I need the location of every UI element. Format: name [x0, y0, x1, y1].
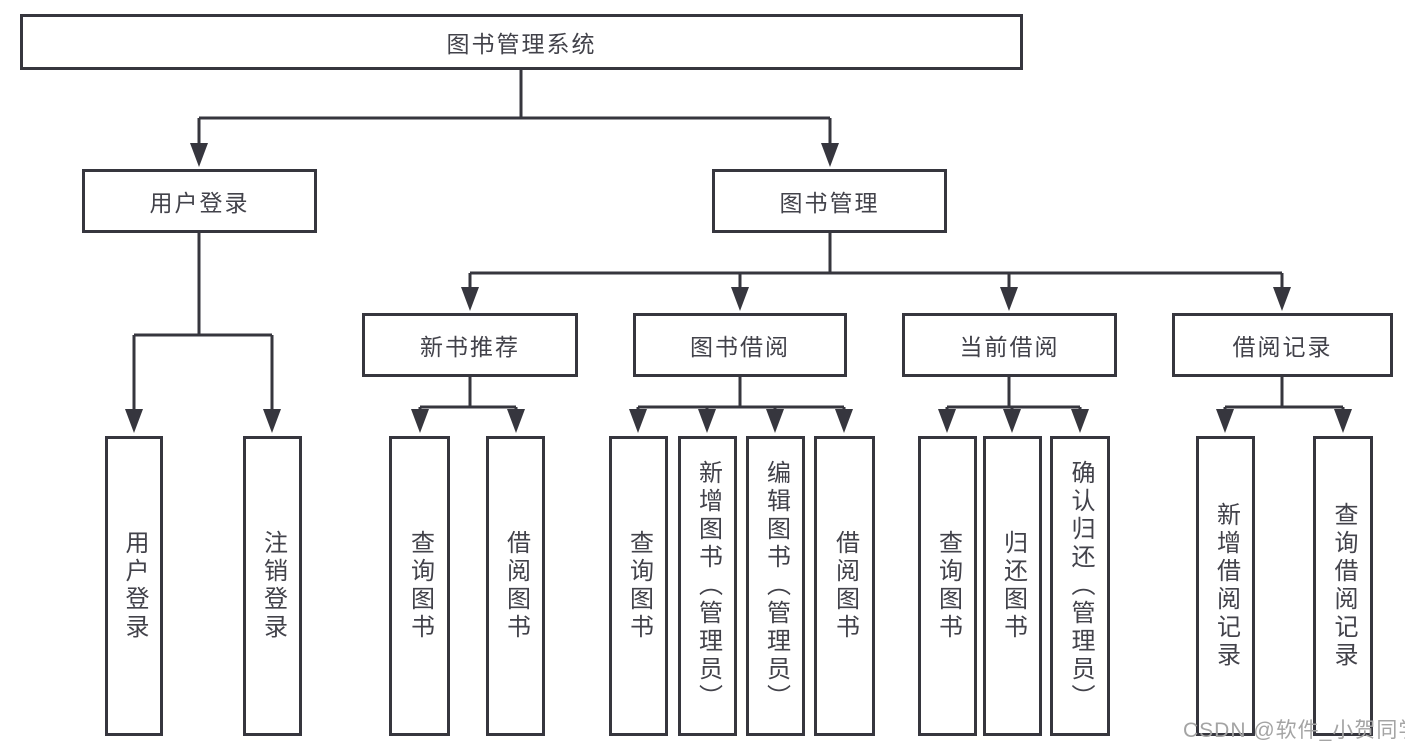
- node-user-login: 用户登录: [82, 169, 317, 233]
- leaf-query-borrow-record-label: 查询借阅记录: [1330, 502, 1357, 670]
- arrow-down-icon: [821, 143, 839, 167]
- watermark: CSDN @软件_小贺同学: [1183, 719, 1405, 742]
- node-current-borrowing-label: 当前借阅: [959, 334, 1060, 360]
- node-new-book-recommend: 新书推荐: [362, 313, 578, 377]
- leaf-query-books-borrowing: 查询图书: [609, 436, 668, 736]
- leaf-borrow-books-borrowing-label: 借阅图书: [831, 530, 859, 642]
- leaf-query-borrow-record: 查询借阅记录: [1313, 436, 1373, 736]
- node-root: 图书管理系统: [20, 14, 1023, 70]
- leaf-user-login: 用户登录: [105, 436, 163, 736]
- arrow-down-icon: [835, 409, 853, 433]
- leaf-query-books-recommend-label: 查询图书: [406, 530, 434, 642]
- arrow-down-icon: [411, 409, 429, 433]
- leaf-add-book-admin: 新增图书（管理员）: [678, 436, 737, 736]
- arrow-down-icon: [1273, 287, 1291, 311]
- arrow-down-icon: [507, 409, 525, 433]
- leaf-confirm-return-admin: 确认归还（管理员）: [1050, 436, 1110, 736]
- leaf-borrow-books-borrowing: 借阅图书: [814, 436, 875, 736]
- leaf-confirm-return-admin-label: 确认归还（管理员）: [1067, 460, 1094, 712]
- connector-borrow-records-children: [1223, 377, 1345, 414]
- leaf-return-books: 归还图书: [983, 436, 1042, 736]
- leaf-user-login-label: 用户登录: [121, 530, 148, 642]
- node-root-label: 图书管理系统: [446, 31, 597, 57]
- arrow-down-icon: [461, 287, 479, 311]
- node-user-login-label: 用户登录: [149, 190, 250, 216]
- leaf-add-book-admin-label: 新增图书（管理员）: [694, 460, 722, 712]
- arrow-down-icon: [1216, 409, 1234, 433]
- connector-new-book-recommend-children: [418, 377, 518, 414]
- arrow-down-icon: [1003, 409, 1021, 433]
- arrow-down-icon: [125, 409, 143, 433]
- arrow-down-icon: [938, 409, 956, 433]
- leaf-add-borrow-record: 新增借阅记录: [1196, 436, 1255, 736]
- connector-book-management-children: [468, 233, 1284, 291]
- arrow-down-icon: [1000, 287, 1018, 311]
- leaf-borrow-books-recommend-label: 借阅图书: [502, 530, 530, 642]
- leaf-query-books-recommend: 查询图书: [389, 436, 450, 736]
- connector-user-login-children: [132, 233, 274, 413]
- leaf-borrow-books-recommend: 借阅图书: [486, 436, 545, 736]
- arrow-down-icon: [190, 143, 208, 167]
- arrow-down-icon: [1071, 409, 1089, 433]
- connector-current-borrowing-children: [945, 377, 1082, 414]
- arrow-down-icon: [263, 409, 281, 433]
- node-new-book-recommend-label: 新书推荐: [420, 334, 520, 360]
- node-book-borrowing-label: 图书借阅: [690, 334, 790, 360]
- leaf-logout: 注销登录: [243, 436, 302, 736]
- leaf-return-books-label: 归还图书: [999, 530, 1027, 642]
- node-borrow-records: 借阅记录: [1172, 313, 1393, 377]
- leaf-query-books-current: 查询图书: [918, 436, 977, 736]
- connector-root-to-level2: [197, 70, 832, 147]
- leaf-query-books-borrowing-label: 查询图书: [625, 530, 653, 642]
- node-book-management-label: 图书管理: [779, 190, 880, 216]
- node-book-management: 图书管理: [712, 169, 947, 233]
- arrowheads: [125, 143, 1352, 433]
- arrow-down-icon: [698, 409, 716, 433]
- node-current-borrowing: 当前借阅: [902, 313, 1117, 377]
- arrow-down-icon: [629, 409, 647, 433]
- node-book-borrowing: 图书借阅: [633, 313, 847, 377]
- tree-connectors: [132, 70, 1345, 414]
- leaf-edit-book-admin-label: 编辑图书（管理员）: [762, 460, 790, 712]
- leaf-query-books-current-label: 查询图书: [934, 530, 962, 642]
- node-borrow-records-label: 借阅记录: [1232, 334, 1333, 360]
- leaf-logout-label: 注销登录: [259, 530, 287, 642]
- connector-book-borrowing-children: [636, 377, 846, 414]
- arrow-down-icon: [766, 409, 784, 433]
- leaf-add-borrow-record-label: 新增借阅记录: [1212, 502, 1240, 670]
- arrow-down-icon: [731, 287, 749, 311]
- arrow-down-icon: [1334, 409, 1352, 433]
- leaf-edit-book-admin: 编辑图书（管理员）: [746, 436, 805, 736]
